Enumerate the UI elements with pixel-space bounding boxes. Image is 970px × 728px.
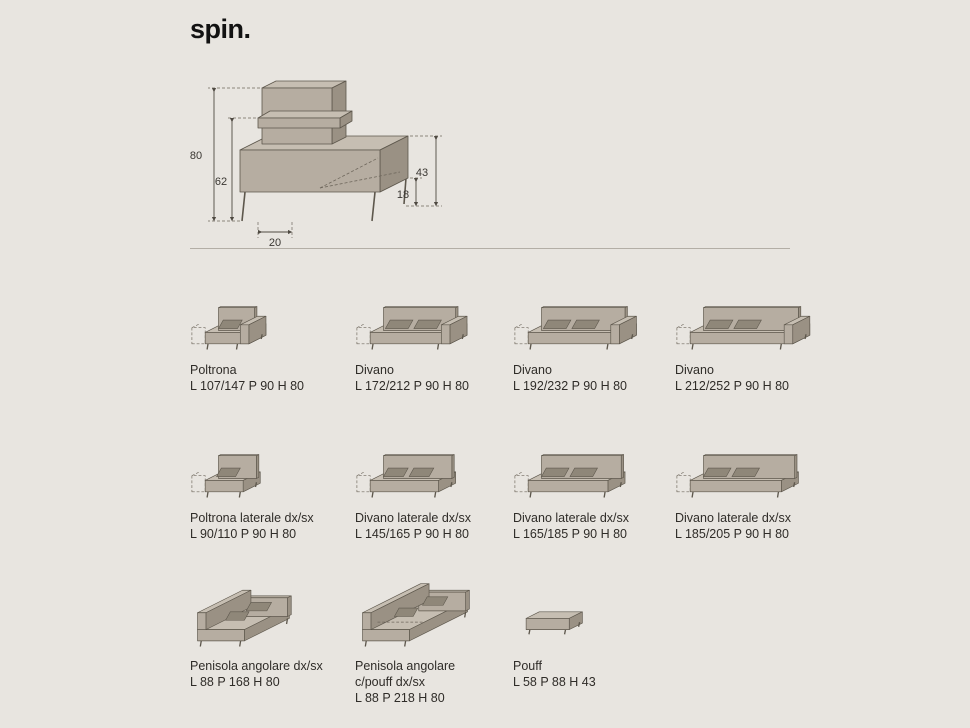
seat-rotation-dashes bbox=[319, 157, 401, 189]
collection-title: spin. bbox=[190, 14, 251, 44]
product-cell: Divano L 172/212 P 90 H 80 bbox=[355, 276, 513, 394]
product-row-1: Poltrona L 107/147 P 90 H 80 Divano L 172/2… bbox=[190, 276, 835, 394]
product-dimensions: L 90/110 P 90 H 80 bbox=[190, 527, 297, 541]
product-dimensions: L 212/252 P 90 H 80 bbox=[675, 379, 789, 393]
dimension-lines bbox=[211, 87, 439, 235]
product-cell: Pouff L 58 P 88 H 43 bbox=[513, 556, 675, 706]
product-cell: Penisola angolare c/pouff dx/sx L 88 P 218… bbox=[355, 556, 513, 706]
section-divider bbox=[190, 248, 790, 249]
armless-illustration bbox=[355, 430, 513, 510]
chaise-illustration bbox=[190, 562, 355, 658]
product-cell: Divano laterale dx/sx L 165/185 P 90 H 80 bbox=[513, 424, 675, 542]
product-name: Poltrona laterale dx/sx bbox=[190, 511, 314, 525]
product-cell: Divano L 212/252 P 90 H 80 bbox=[675, 276, 835, 394]
sofa-illustration bbox=[355, 282, 513, 362]
module-armrest-ledge bbox=[257, 110, 353, 129]
armless-illustration bbox=[675, 430, 835, 510]
sofa-illustration bbox=[675, 282, 835, 362]
product-name: Divano laterale dx/sx bbox=[675, 511, 792, 525]
product-dimensions: L 172/212 P 90 H 80 bbox=[355, 379, 469, 393]
dimension-diagram: 80 62 43 18 20 bbox=[170, 64, 470, 276]
product-name: Penisola angolare bbox=[355, 659, 456, 673]
product-dimensions: L 185/205 P 90 H 80 bbox=[675, 527, 789, 541]
module-legs bbox=[241, 177, 407, 222]
product-dimensions: L 145/165 P 90 H 80 bbox=[355, 527, 469, 541]
dimension-label-leg-height: 18 bbox=[397, 189, 409, 201]
armless-illustration bbox=[190, 430, 355, 510]
sofa-illustration bbox=[190, 282, 355, 362]
pouf-illustration bbox=[513, 562, 675, 658]
product-cell: Divano laterale dx/sx L 145/165 P 90 H 80 bbox=[355, 424, 513, 542]
dimension-label-armrest-height: 62 bbox=[215, 176, 227, 188]
product-dimensions: L 107/147 P 90 H 80 bbox=[190, 379, 304, 393]
product-name: Poltrona bbox=[190, 363, 237, 377]
dimension-label-total-height: 80 bbox=[190, 150, 202, 162]
product-dimensions: L 192/232 P 90 H 80 bbox=[513, 379, 627, 393]
product-name-line2: c/pouff dx/sx bbox=[355, 675, 425, 689]
product-dimensions: L 165/185 P 90 H 80 bbox=[513, 527, 627, 541]
dimension-label-seat-height: 43 bbox=[416, 167, 428, 179]
dimension-diagram-svg: 80 62 43 18 20 bbox=[190, 80, 442, 249]
product-name: Pouff bbox=[513, 659, 542, 673]
product-cell: Divano laterale dx/sx L 185/205 P 90 H 80 bbox=[675, 424, 835, 542]
product-dimensions: L 88 P 218 H 80 bbox=[355, 691, 445, 705]
product-name: Divano bbox=[355, 363, 394, 377]
sofa-illustration bbox=[513, 282, 675, 362]
product-name: Divano laterale dx/sx bbox=[355, 511, 472, 525]
product-cell: Poltrona L 107/147 P 90 H 80 bbox=[190, 276, 355, 394]
product-cell: Divano L 192/232 P 90 H 80 bbox=[513, 276, 675, 394]
product-name: Divano laterale dx/sx bbox=[513, 511, 630, 525]
product-name: Penisola angolare dx/sx bbox=[190, 659, 323, 673]
dimension-label-leg-inset: 20 bbox=[269, 237, 281, 249]
product-cell: Poltrona laterale dx/sx L 90/110 P 90 H 8… bbox=[190, 424, 355, 542]
product-name: Divano bbox=[513, 363, 552, 377]
product-row-2: Poltrona laterale dx/sx L 90/110 P 90 H 8… bbox=[190, 424, 835, 542]
armless-illustration bbox=[513, 430, 675, 510]
product-dimensions: L 88 P 168 H 80 bbox=[190, 675, 280, 689]
product-dimensions: L 58 P 88 H 43 bbox=[513, 675, 596, 689]
chaise-illustration bbox=[355, 562, 513, 658]
product-cell: Penisola angolare dx/sx L 88 P 168 H 80 bbox=[190, 556, 355, 706]
product-name: Divano bbox=[675, 363, 714, 377]
